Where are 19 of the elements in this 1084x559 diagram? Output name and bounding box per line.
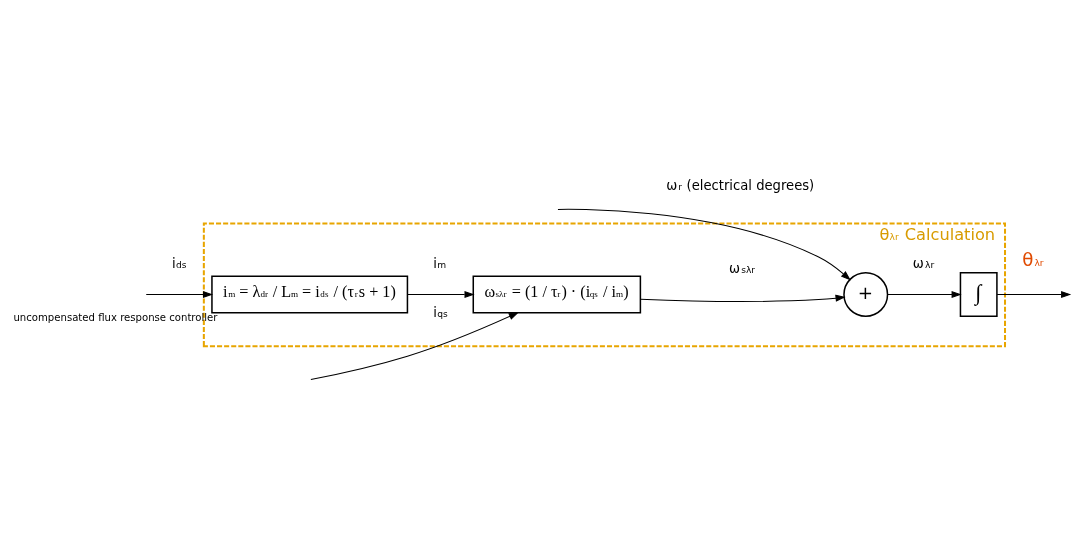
node-label: uncompensated flux response controller xyxy=(13,311,218,323)
arrow xyxy=(310,311,519,380)
edge-label: ωsλr xyxy=(729,260,756,276)
node-circle: + xyxy=(843,271,889,317)
arrow xyxy=(887,290,962,298)
edge-label: iqs xyxy=(433,304,448,320)
arrow xyxy=(639,294,846,302)
node-box: ∫ xyxy=(959,271,998,317)
edge-label: ωr (electrical degrees) xyxy=(666,177,815,193)
arrow xyxy=(557,208,851,280)
node-box: im = λdr / Lm = ids / (τrs + 1) xyxy=(211,275,409,313)
edge-label: ids xyxy=(171,255,187,271)
arrow xyxy=(145,290,214,298)
node-box: ωsλr = (1 / τr) · (iqs / im) xyxy=(472,275,642,313)
edge-label: θλr xyxy=(1022,248,1044,270)
edge-label: im xyxy=(433,255,447,271)
arrow xyxy=(407,290,475,298)
arrow xyxy=(996,290,1072,298)
edge-label: ωλr xyxy=(912,255,935,271)
